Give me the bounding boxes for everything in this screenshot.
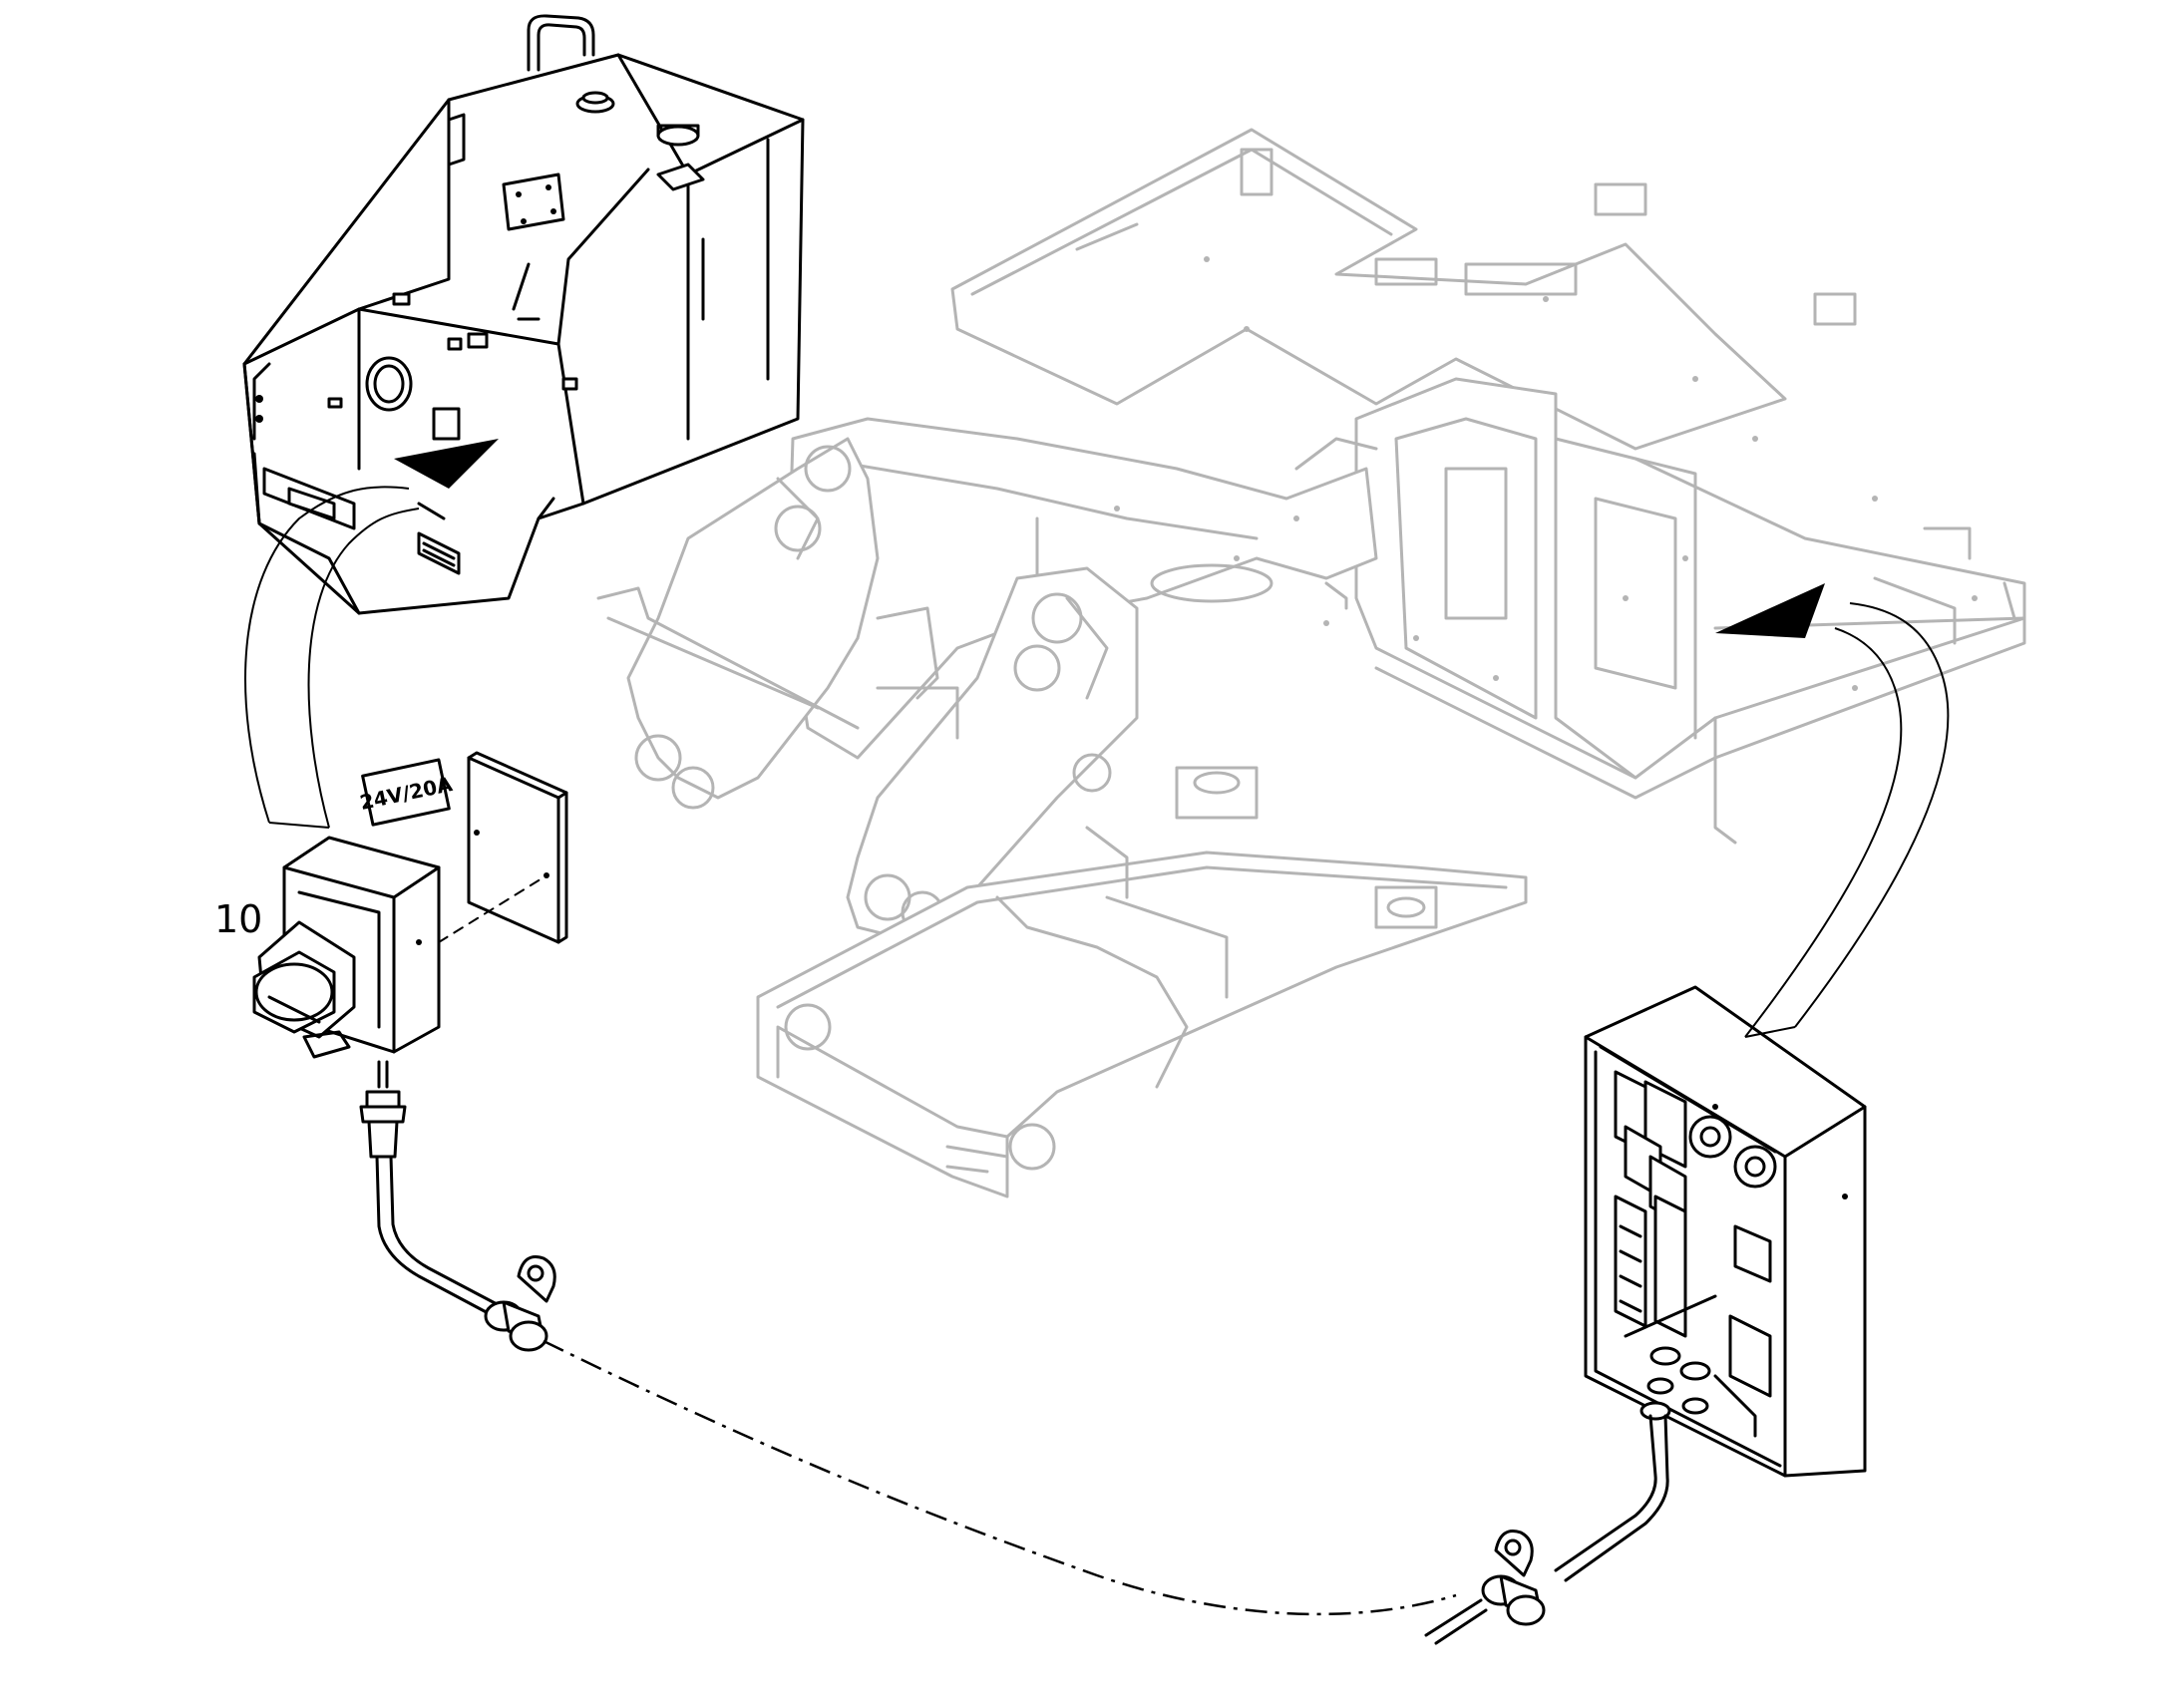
socket-assembly: 24V/20A [252, 751, 568, 1352]
machine-frame [596, 128, 2026, 1198]
decal-plate: 24V/20A [358, 758, 455, 827]
leader-band-right [1794, 602, 1950, 1028]
callout-10: 10 [214, 897, 262, 941]
leader-band-left [244, 486, 410, 824]
frame-arrow [1715, 583, 1825, 638]
cable-routing-line [543, 1339, 1457, 1616]
frame-rivets [1114, 256, 1978, 691]
control-box [1424, 985, 1867, 1645]
housing-arrow [394, 439, 499, 489]
